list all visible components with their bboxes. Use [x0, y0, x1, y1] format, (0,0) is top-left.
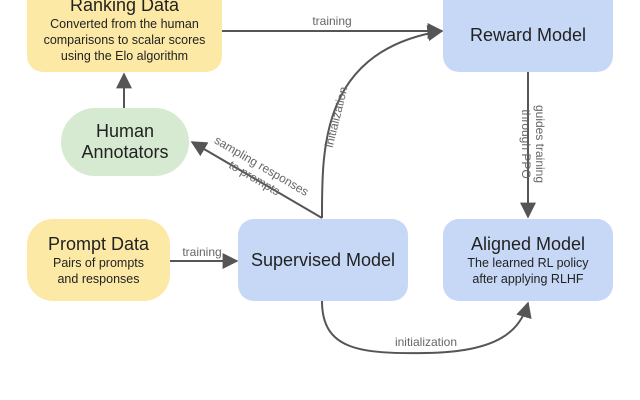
supervised-model-title: Supervised Model	[250, 249, 396, 270]
human-annotators-title-line-2: Annotators	[81, 142, 169, 162]
arrow-supervised-to-reward	[320, 25, 444, 219]
ranking-data-desc-line-2: comparisons to scalar scores	[43, 32, 206, 47]
label-supervised-to-annotators: sampling responses to prompts	[212, 133, 311, 199]
label-ranking-to-reward: training	[312, 14, 351, 28]
label-prompt-to-supervised: training	[182, 245, 221, 259]
label-reward-to-aligned: guides training through PPO	[519, 105, 547, 183]
node-ranking-data: Ranking Data Converted from the human co…	[27, 0, 222, 72]
human-annotators-title-line-1: Human	[95, 121, 155, 141]
prompt-data-title: Prompt Data	[47, 233, 150, 254]
ranking-data-desc-line-1: Converted from the human	[50, 16, 199, 31]
arrow-supervised-to-aligned	[321, 300, 532, 355]
label-supervised-to-reward: initialization	[322, 85, 351, 149]
node-human-annotators: Human Annotators	[61, 108, 189, 176]
node-supervised-model: Supervised Model	[238, 219, 408, 301]
ranking-data-desc-line-3: using the Elo algorithm	[60, 48, 189, 63]
prompt-data-desc-line-1: Pairs of prompts	[52, 255, 144, 270]
node-aligned-model: Aligned Model The learned RL policy afte…	[443, 219, 613, 301]
svg-text:through PPO: through PPO	[519, 109, 533, 178]
aligned-model-desc-line-1: The learned RL policy	[467, 255, 589, 270]
svg-text:guides training: guides training	[533, 105, 547, 183]
aligned-model-title: Aligned Model	[470, 233, 586, 254]
arrow-supervised-to-annotators	[190, 141, 323, 219]
label-supervised-to-aligned: initialization	[395, 335, 457, 349]
node-prompt-data: Prompt Data Pairs of prompts and respons…	[27, 219, 170, 301]
reward-model-title: Reward Model	[469, 24, 587, 45]
aligned-model-desc-line-2: after applying RLHF	[472, 271, 584, 286]
node-reward-model: Reward Model	[443, 0, 613, 72]
ranking-data-title: Ranking Data	[69, 0, 180, 15]
prompt-data-desc-line-2: and responses	[57, 271, 140, 286]
